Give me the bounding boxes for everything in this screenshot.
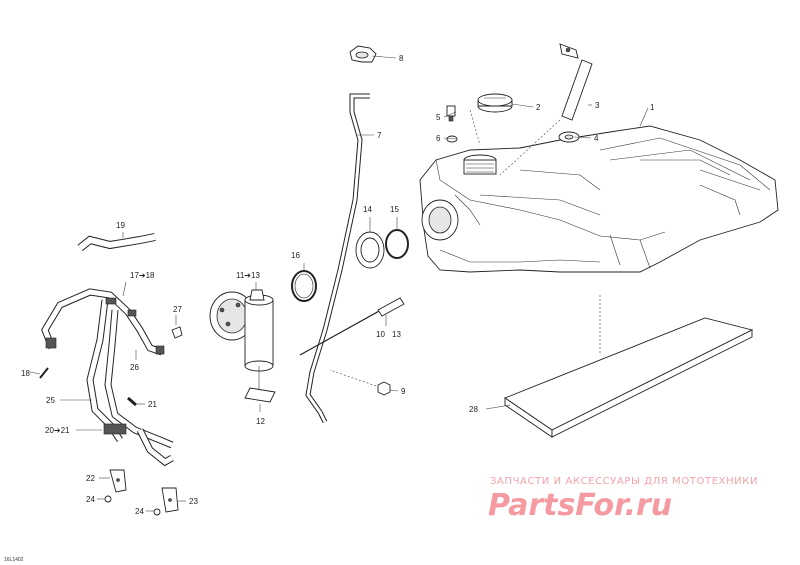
vent-hose[interactable] [305, 93, 370, 424]
stud[interactable] [299, 297, 405, 356]
bracket-left[interactable] [109, 469, 127, 493]
callout-4: 4 [594, 134, 599, 143]
callout-26: 26 [130, 363, 139, 372]
callout-2: 2 [536, 103, 541, 112]
watermark-logo: PartsFor.ru [488, 488, 672, 523]
callout-7: 7 [377, 131, 382, 140]
fuel-line-assembly[interactable] [41, 288, 174, 467]
callout-10: 10 [376, 330, 385, 339]
callout-25: 25 [46, 396, 55, 405]
callout-5: 5 [436, 113, 441, 122]
hose-clip[interactable] [349, 45, 377, 63]
callout-16: 16 [291, 251, 300, 260]
callout-6: 6 [436, 134, 441, 143]
callout-3: 3 [595, 101, 600, 110]
leader-lines [29, 55, 649, 512]
fuel-pump[interactable] [209, 289, 276, 403]
screw[interactable] [39, 367, 49, 379]
vent-hose-short[interactable] [77, 233, 156, 252]
callout-19: 19 [116, 221, 125, 230]
callout-8: 8 [399, 54, 404, 63]
watermark-text: ЗАПЧАСТИ И АКСЕССУАРЫ ДЛЯ МОТОТЕХНИКИ [490, 476, 758, 487]
callout-24b: 24 [135, 507, 144, 516]
pump-seal[interactable] [291, 270, 317, 302]
callout-9: 9 [401, 387, 406, 396]
watermark: ЗАПЧАСТИ И АКСЕССУАРЫ ДЛЯ МОТОТЕХНИКИ Pa… [488, 476, 758, 523]
level-sender-tube[interactable] [559, 43, 593, 121]
fuel-cap[interactable] [477, 93, 513, 113]
callout-12: 12 [256, 417, 265, 426]
callout-11-13: 11➔13 [236, 271, 260, 280]
callout-18: 18 [21, 369, 30, 378]
callout-22: 22 [86, 474, 95, 483]
nut[interactable] [377, 381, 391, 396]
grommet[interactable] [558, 131, 580, 143]
callout-14: 14 [363, 205, 372, 214]
callout-labels: 1 2 3 4 5 6 7 8 9 10 13 11➔13 12 14 15 1… [21, 54, 655, 516]
callout-21: 21 [148, 400, 157, 409]
callout-1: 1 [650, 103, 655, 112]
callout-28: 28 [469, 405, 478, 414]
callout-27: 27 [173, 305, 182, 314]
tank-pad[interactable] [504, 317, 754, 438]
o-ring-large[interactable] [385, 229, 409, 259]
callout-20-21: 20➔21 [45, 426, 70, 435]
connector[interactable] [171, 326, 183, 339]
nut-small[interactable] [104, 495, 161, 516]
lock-ring[interactable] [355, 231, 385, 269]
callout-13: 13 [392, 330, 401, 339]
clamp-small[interactable] [127, 396, 137, 407]
callout-17-18: 17➔18 [130, 271, 155, 280]
callout-15: 15 [390, 205, 399, 214]
fuel-tank[interactable] [419, 125, 779, 273]
bracket-right[interactable] [161, 487, 179, 513]
callout-23: 23 [189, 497, 198, 506]
diagram-code: 16L1402 [4, 557, 24, 563]
valve-grommet[interactable] [446, 135, 458, 143]
callout-24a: 24 [86, 495, 95, 504]
vent-valve[interactable] [446, 105, 456, 122]
